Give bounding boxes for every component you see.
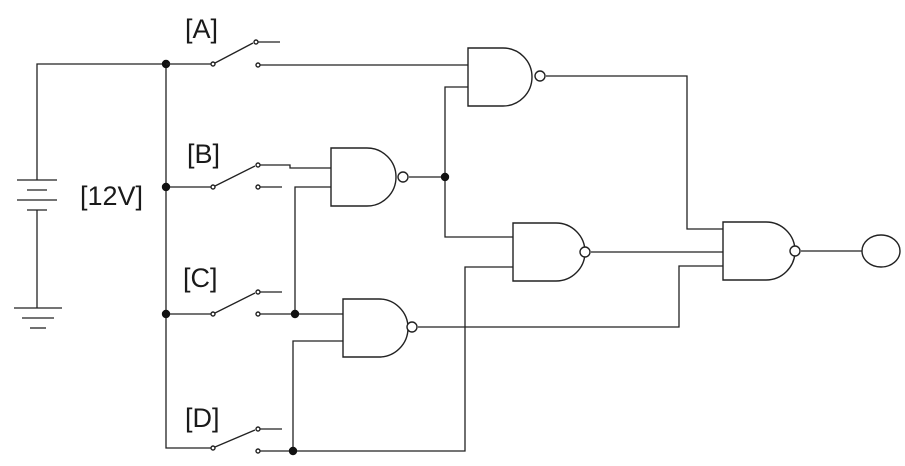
switch-d[interactable] [210,426,282,454]
switch-d-label: [D] [185,403,220,433]
supply-bus [161,59,212,449]
ground-symbol [14,307,62,329]
switch-b[interactable] [210,162,282,190]
nand-gate-2 [330,147,409,207]
battery-label: [12V] [80,181,143,211]
battery-12v [17,63,166,308]
switch-a[interactable] [210,39,280,68]
nand-gate-4 [342,298,418,358]
switch-b-label: [B] [187,139,220,169]
nand-gate-5 [722,221,801,281]
wires [260,64,862,456]
switch-c-label: [C] [183,263,218,293]
nand-gate-3 [512,222,591,282]
switch-c[interactable] [210,289,282,317]
nand-gate-1 [467,47,546,107]
switch-a-label: [A] [185,14,218,44]
output-lamp [861,234,901,268]
